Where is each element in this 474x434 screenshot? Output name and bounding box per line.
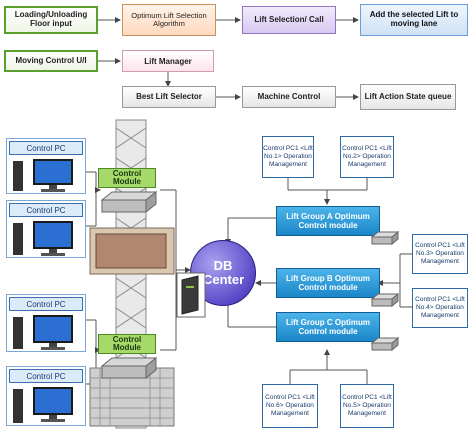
lift-group-c-label: Lift Group C Optimum Control module <box>286 317 370 336</box>
lift-group-b-label: Lift Group B Optimum Control module <box>286 273 370 292</box>
op-lift-1-label: Control PC1 <Lift No.1> Operation Manage… <box>263 145 313 168</box>
control-module-1-label: Control Module <box>98 168 156 188</box>
control-module-2-device-icon <box>100 356 158 380</box>
flow-add-lift: Add the selected Lift to moving lane <box>360 4 468 36</box>
control-pc-2-label: Control PC <box>9 203 83 217</box>
op-lift-6-label: Control PC1 <Lift No.6> Operation Manage… <box>265 394 315 417</box>
desktop-computer-icon <box>13 221 73 256</box>
control-pc-1-label: Control PC <box>9 141 83 155</box>
group-c-device-icon <box>370 336 400 352</box>
control-pc-3-label: Control PC <box>9 297 83 311</box>
flow-best-lift-selector-label: Best Lift Selector <box>136 91 202 101</box>
control-module-2-label: Control Module <box>98 334 156 354</box>
group-a-device-icon <box>370 230 400 246</box>
flow-lift-action: Lift Action State queue <box>360 84 456 110</box>
flow-lift-manager-label: Lift Manager <box>144 56 192 66</box>
op-lift-5-label: Control PC1 <Lift No.5> Operation Manage… <box>342 394 392 417</box>
flow-moving-control-label: Moving Control U/I <box>15 55 87 65</box>
control-pc-4-label: Control PC <box>9 369 83 383</box>
group-b-device-icon <box>370 292 400 308</box>
op-lift-2-label: Control PC1 <Lift No.2> Operation Manage… <box>342 145 392 168</box>
control-module-1-device-icon <box>100 190 158 214</box>
op-lift-2: Control PC1 <Lift No.2> Operation Manage… <box>340 136 394 178</box>
construction-lift-illustration <box>89 119 175 429</box>
desktop-computer-icon <box>13 387 73 423</box>
control-pc-2: Control PC <box>6 200 86 258</box>
lift-group-a: Lift Group A Optimum Control module <box>276 206 380 236</box>
flow-add-lift-label: Add the selected Lift to moving lane <box>369 10 459 28</box>
flow-machine-control-label: Machine Control <box>257 91 321 101</box>
desktop-computer-icon <box>13 315 73 350</box>
flow-moving-control: Moving Control U/I <box>4 50 98 72</box>
op-lift-3: Control PC1 <Lift No.3> Operation Manage… <box>412 234 468 274</box>
control-pc-3: Control PC <box>6 294 86 352</box>
desktop-computer-icon <box>13 159 73 192</box>
lift-group-c: Lift Group C Optimum Control module <box>276 312 380 342</box>
db-center-label: DB Center <box>203 257 245 287</box>
flow-lift-action-label: Lift Action State queue <box>364 91 452 101</box>
op-lift-1: Control PC1 <Lift No.1> Operation Manage… <box>262 136 314 178</box>
flow-best-lift-selector: Best Lift Selector <box>122 86 216 108</box>
flow-floor-input-label: Loading/Unloading Floor input <box>14 10 88 28</box>
server-device-icon <box>176 272 206 318</box>
flow-lift-selection: Lift Selection/ Call <box>242 6 336 34</box>
lift-group-b: Lift Group B Optimum Control module <box>276 268 380 298</box>
op-lift-3-label: Control PC1 <Lift No.3> Operation Manage… <box>415 242 465 265</box>
op-lift-6: Control PC1 <Lift No.6> Operation Manage… <box>262 384 318 428</box>
op-lift-4: Control PC1 <Lift No.4> Operation Manage… <box>412 288 468 328</box>
lift-group-a-label: Lift Group A Optimum Control module <box>286 211 370 230</box>
op-lift-5: Control PC1 <Lift No.5> Operation Manage… <box>340 384 394 428</box>
flow-algorithm: Optimum Lift Selection Algorithm <box>122 4 216 36</box>
control-pc-4: Control PC <box>6 366 86 426</box>
flow-lift-selection-label: Lift Selection/ Call <box>254 14 324 24</box>
op-lift-4-label: Control PC1 <Lift No.4> Operation Manage… <box>415 296 465 319</box>
flow-floor-input: Loading/Unloading Floor input <box>4 6 98 34</box>
flow-machine-control: Machine Control <box>242 86 336 108</box>
flow-algorithm-label: Optimum Lift Selection Algorithm <box>131 10 207 28</box>
control-pc-1: Control PC <box>6 138 86 194</box>
flow-lift-manager: Lift Manager <box>122 50 214 72</box>
